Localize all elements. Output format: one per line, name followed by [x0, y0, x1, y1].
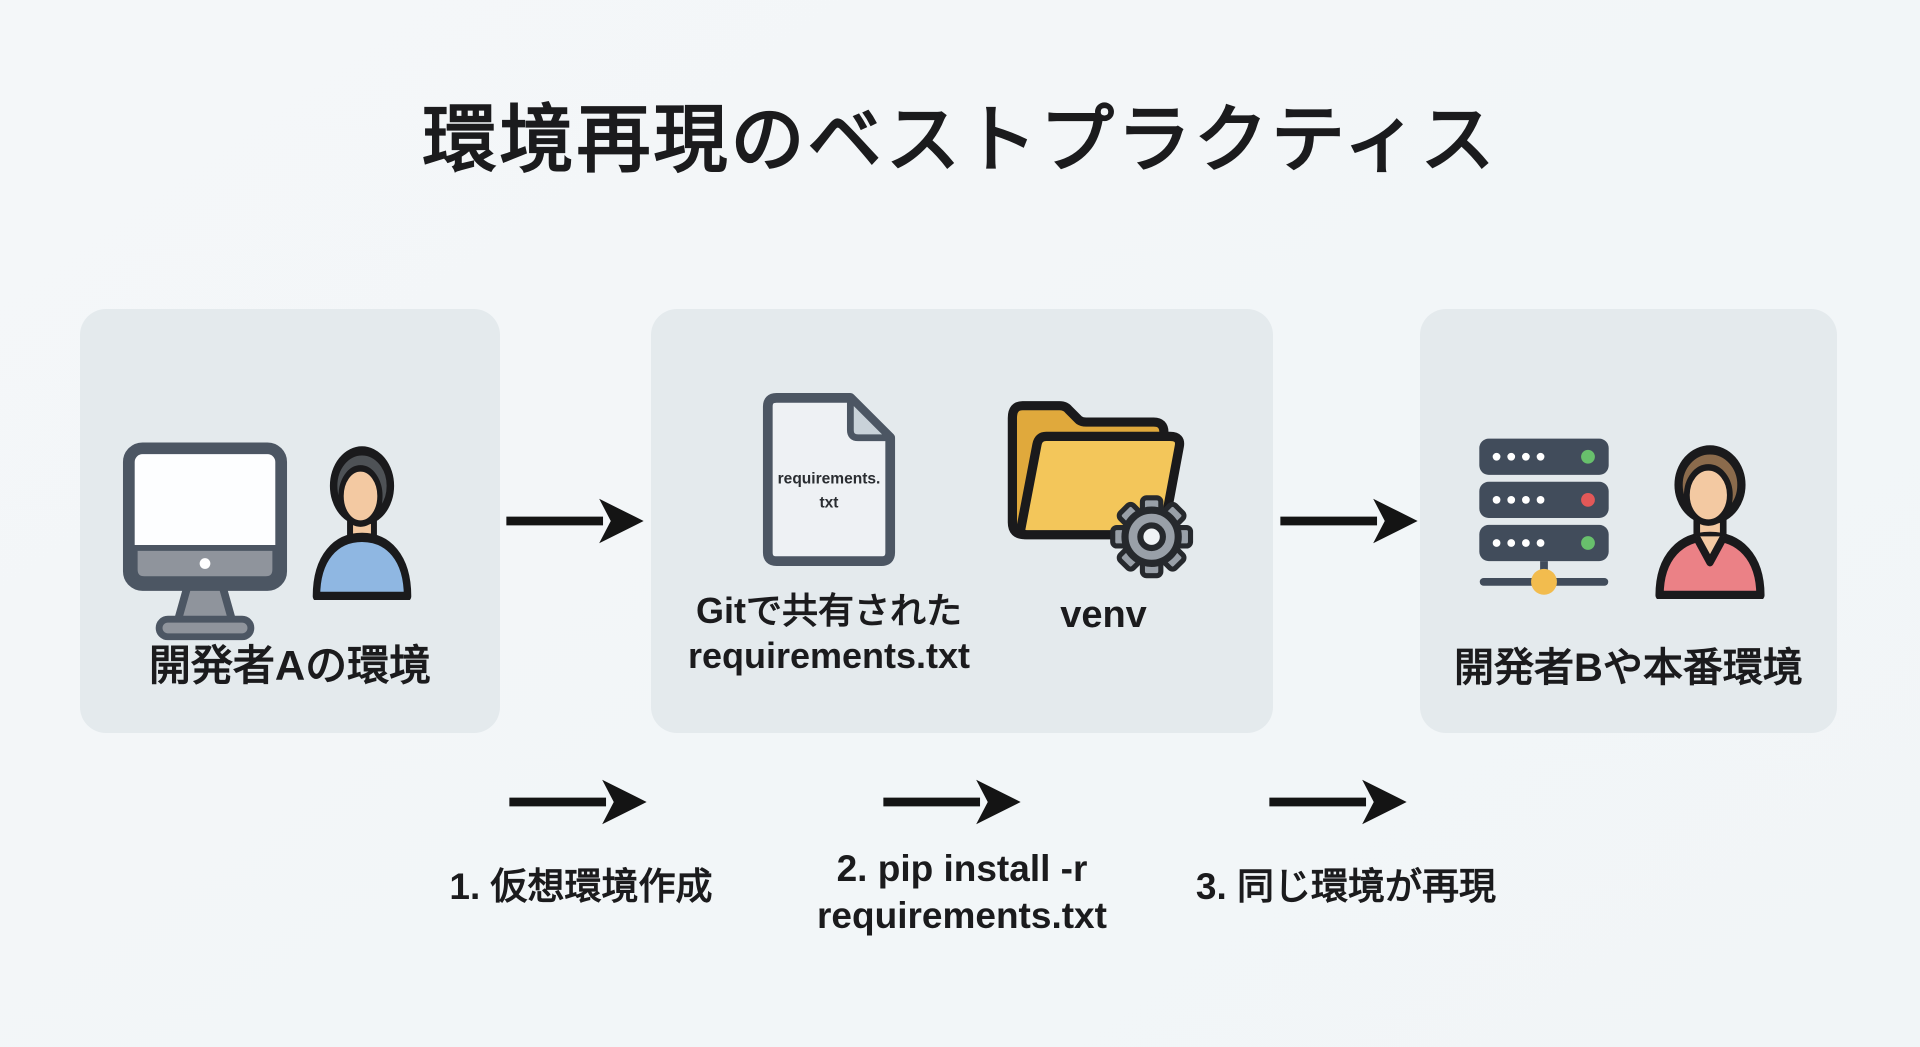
- network-node-dot: [1531, 568, 1557, 595]
- step-arrow-1: [509, 779, 647, 825]
- step-arrow-3: [1269, 779, 1407, 825]
- venv-label: venv: [1060, 594, 1147, 636]
- flow-arrow-shared-to-b: [1280, 498, 1418, 544]
- flow-arrow-a-to-shared: [506, 498, 644, 544]
- step-3-label: 3. 同じ環境が再現: [1195, 866, 1497, 907]
- shared-file-caption-line2: requirements.txt: [687, 635, 971, 676]
- step-2-label-line2: requirements.txt: [817, 895, 1107, 937]
- person-b-icon: [1655, 445, 1765, 599]
- step-arrow-2: [883, 779, 1021, 825]
- step-1-label: 1. 仮想環境作成: [449, 866, 713, 907]
- file-icon-filename-line1: requirements.: [778, 470, 881, 487]
- server-stack-icon: [1479, 438, 1609, 595]
- panel-shared-requirements: requirements. txt Gitで共有された requirements…: [651, 309, 1273, 733]
- folder-venv-icon: [1007, 401, 1194, 579]
- server-led-dots: [1492, 452, 1545, 547]
- shared-file-caption-line1: Gitで共有された: [695, 590, 962, 631]
- step-2-label-line1: 2. pip install -r: [836, 848, 1088, 889]
- gear-icon: [1110, 495, 1194, 579]
- status-light-green-1: [1581, 449, 1595, 464]
- step-2-label: 2. pip install -r requirements.txt: [742, 845, 1182, 940]
- panel-developer-a: 開発者Aの環境: [80, 309, 500, 733]
- file-requirements-icon: requirements. txt: [762, 393, 896, 566]
- file-icon-filename-line2: txt: [820, 495, 839, 512]
- panel-developer-b: 開発者Bや本番環境: [1420, 309, 1837, 733]
- requirements-file-column: requirements. txt Gitで共有された requirements…: [679, 391, 979, 678]
- status-light-red: [1581, 492, 1595, 507]
- panel-developer-b-label: 開発者Bや本番環境: [1454, 646, 1803, 690]
- venv-folder-column: venv: [996, 381, 1211, 637]
- status-light-green-2: [1581, 536, 1595, 550]
- diagram-title: 環境再現のベストプラクティス: [422, 98, 1498, 181]
- shared-file-caption: Gitで共有された requirements.txt: [688, 588, 970, 678]
- person-a-icon: [312, 446, 412, 600]
- monitor-icon: [122, 442, 288, 641]
- panel-developer-a-label: 開発者Aの環境: [148, 642, 432, 689]
